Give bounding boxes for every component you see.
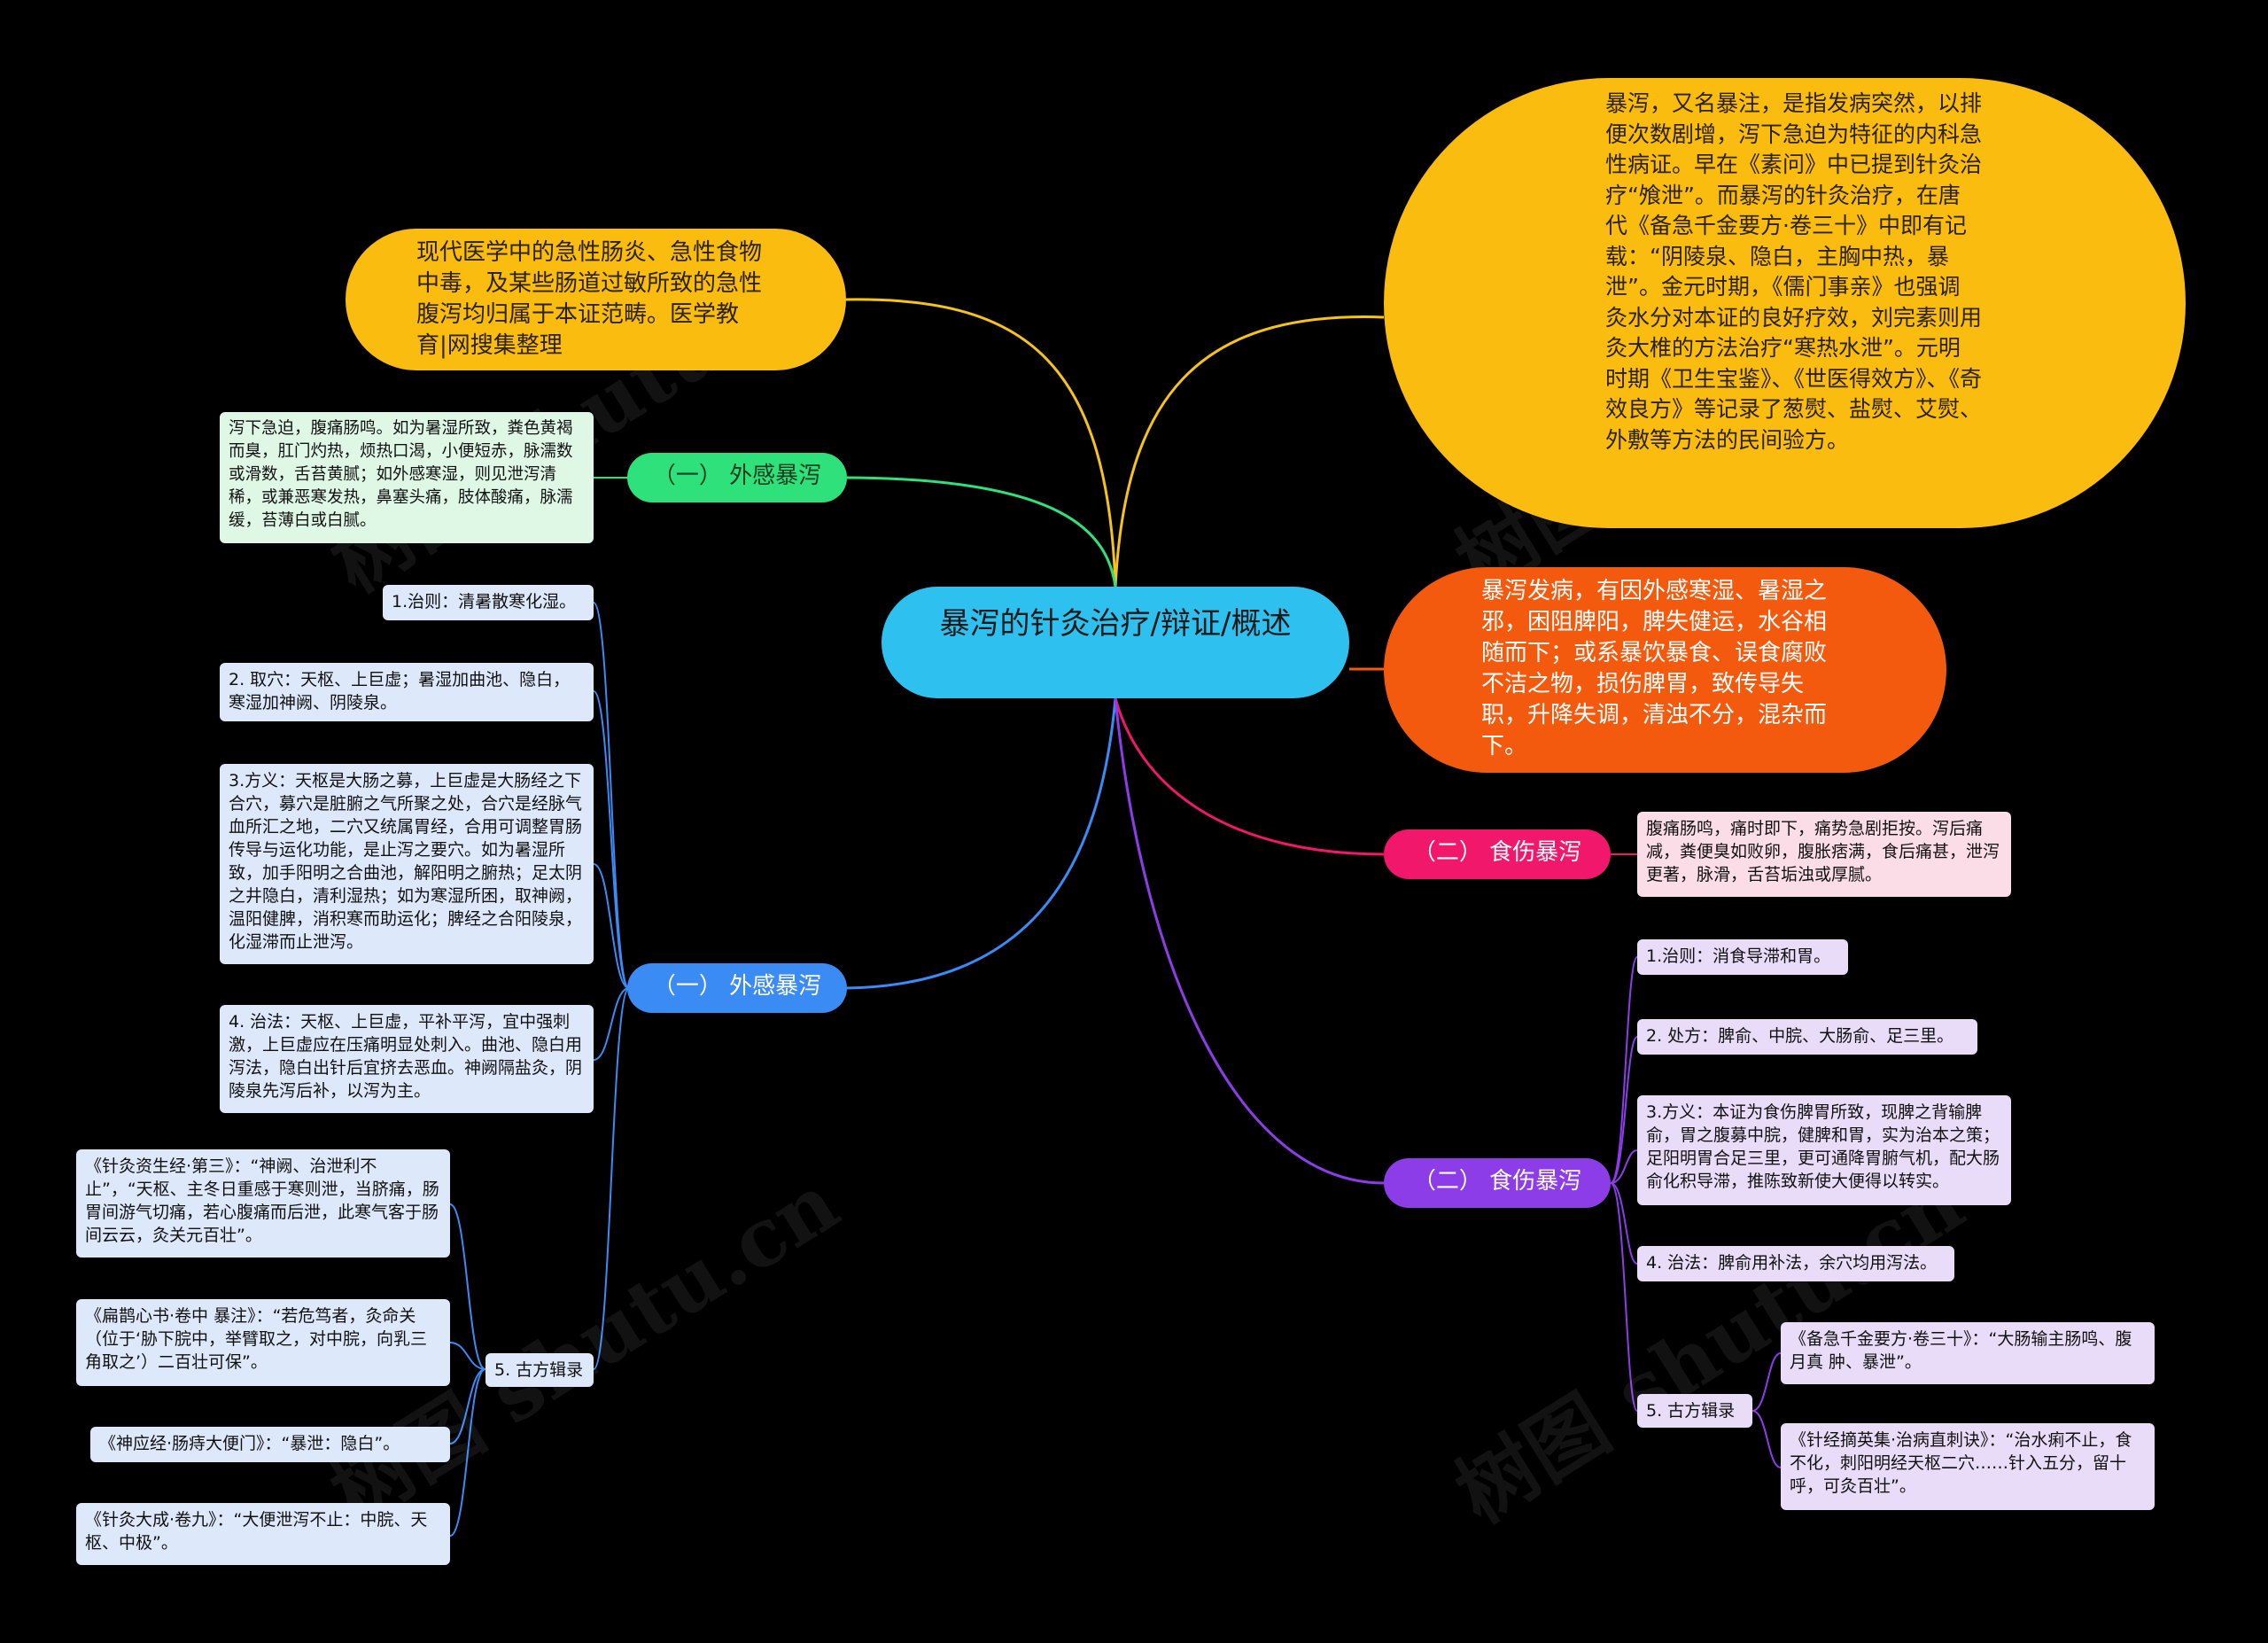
purple-item-2[interactable]: 2. 处方：脾俞、中脘、大肠俞、足三里。 <box>1637 1019 1977 1055</box>
blue-ancient-3[interactable]: 《神应经·肠痔大便门》：“暴泄：隐白”。 <box>90 1427 450 1462</box>
blue-ancient-1[interactable]: 《针灸资生经·第三》：“神阙、治泄利不止”，“天枢、主冬日重感于寒则泄，当脐痛，… <box>76 1149 450 1258</box>
leaf-pink[interactable]: 腹痛肠鸣，痛时即下，痛势急剧拒按。泻后痛减，粪便臭如败卵，腹胀痞满，食后痛甚，泄… <box>1637 812 2011 897</box>
blue-item-1[interactable]: 1.治则：清暑散寒化湿。 <box>383 585 594 620</box>
purple-item-4-text: 4. 治法：脾俞用补法，余穴均用泻法。 <box>1646 1253 1938 1273</box>
purple-ancient-label-text: 5. 古方辑录 <box>1646 1401 1736 1421</box>
branch-pink-label: （二） 食伤暴泻 <box>1412 839 1582 866</box>
branch-blue[interactable]: （一） 外感暴泻 <box>627 963 847 1013</box>
leaf-pink-text: 腹痛肠鸣，痛时即下，痛势急剧拒按。泻后痛减，粪便臭如败卵，腹胀痞满，食后痛甚，泄… <box>1646 819 2000 884</box>
blue-item-4[interactable]: 4. 治法：天枢、上巨虚，平补平泻，宜中强刺激，上巨虚应在压痛明显处刺入。曲池、… <box>220 1005 594 1113</box>
node-top-right[interactable]: 暴泻，又名暴注，是指发病突然，以排便次数剧增，泻下急迫为特征的内科急性病证。早在… <box>1384 78 2186 528</box>
purple-ancient-label[interactable]: 5. 古方辑录 <box>1637 1394 1752 1428</box>
branch-pink[interactable]: （二） 食伤暴泻 <box>1384 829 1611 879</box>
blue-ancient-3-text: 《神应经·肠痔大便门》：“暴泄：隐白”。 <box>99 1434 400 1453</box>
purple-item-3-text: 3.方义：本证为食伤脾胃所致，现脾之背输脾俞，胃之腹募中脘，健脾和胃，实为治本之… <box>1646 1102 2000 1191</box>
blue-ancient-2-text: 《扁鹊心书·卷中 暴注》：“若危笃者，灸命关（位于‘胁下脘中，举臂取之，对中脘，… <box>85 1306 428 1372</box>
node-mid-right[interactable]: 暴泻发病，有因外感寒湿、暑湿之邪，困阻脾阳，脾失健运，水谷相随而下；或系暴饮暴食… <box>1384 567 1946 773</box>
purple-item-1[interactable]: 1.治则：消食导滞和胃。 <box>1637 939 1848 975</box>
purple-item-3[interactable]: 3.方义：本证为食伤脾胃所致，现脾之背输脾俞，胃之腹募中脘，健脾和胃，实为治本之… <box>1637 1095 2011 1205</box>
leaf-green[interactable]: 泻下急迫，腹痛肠鸣。如为暑湿所致，粪色黄褐而臭，肛门灼热，烦热口渴，小便短赤，脉… <box>220 412 594 543</box>
blue-ancient-1-text: 《针灸资生经·第三》：“神阙、治泄利不止”，“天枢、主冬日重感于寒则泄，当脐痛，… <box>85 1156 439 1245</box>
edge-root-purple <box>1114 697 1385 1185</box>
node-top-left[interactable]: 现代医学中的急性肠炎、急性食物中毒，及某些肠道过敏所致的急性腹泻均归属于本证范畴… <box>346 229 846 370</box>
blue-ancient-4-text: 《针灸大成·卷九》：“大便泄泻不止：中脘、天枢、中极”。 <box>85 1510 428 1553</box>
node-mid-right-text: 暴泻发病，有因外感寒湿、暑湿之邪，困阻脾阳，脾失健运，水谷相随而下；或系暴饮暴食… <box>1481 578 1828 759</box>
edge-root-topleft <box>845 298 1117 588</box>
branch-green-label: （一） 外感暴泻 <box>652 463 822 489</box>
node-top-left-text: 现代医学中的急性肠炎、急性食物中毒，及某些肠道过敏所致的急性腹泻均归属于本证范畴… <box>416 239 763 359</box>
blue-item-4-text: 4. 治法：天枢、上巨虚，平补平泻，宜中强刺激，上巨虚应在压痛明显处刺入。曲池、… <box>229 1012 583 1101</box>
purple-item-2-text: 2. 处方：脾俞、中脘、大肠俞、足三里。 <box>1646 1026 1954 1046</box>
purple-item-1-text: 1.治则：消食导滞和胃。 <box>1646 946 1831 966</box>
blue-item-3-text: 3.方义：天枢是大肠之募，上巨虚是大肠经之下合穴，募穴是脏腑之气所聚之处，合穴是… <box>229 771 583 952</box>
blue-item-2[interactable]: 2. 取穴：天枢、上巨虚；暑湿加曲池、隐白，寒湿加神阙、阴陵泉。 <box>220 663 594 721</box>
root-topic-title: 暴泻的针灸治疗/辩证/概述 <box>939 606 1292 642</box>
node-top-right-text: 暴泻，又名暴注，是指发病突然，以排便次数剧增，泻下急迫为特征的内科急性病证。早在… <box>1605 90 1983 453</box>
blue-item-2-text: 2. 取穴：天枢、上巨虚；暑湿加曲池、隐白，寒湿加神阙、阴陵泉。 <box>229 670 571 712</box>
edge-root-topright <box>1114 315 1385 588</box>
blue-item-1-text: 1.治则：清暑散寒化湿。 <box>392 592 577 611</box>
edge-root-blue <box>845 697 1117 990</box>
purple-item-4[interactable]: 4. 治法：脾俞用补法，余穴均用泻法。 <box>1637 1246 1954 1281</box>
edge-root-pink <box>1114 697 1385 856</box>
branch-blue-label: （一） 外感暴泻 <box>652 973 822 1000</box>
branch-green[interactable]: （一） 外感暴泻 <box>627 453 847 502</box>
purple-ancient-2-text: 《针经摘英集·治病直刺诀》：“治水痢不止，食不化，刺阳明经天枢二穴……针入五分，… <box>1790 1430 2132 1496</box>
branch-purple-label: （二） 食伤暴泻 <box>1412 1168 1582 1195</box>
edge-root-green <box>845 476 1117 588</box>
blue-item-3[interactable]: 3.方义：天枢是大肠之募，上巨虚是大肠经之下合穴，募穴是脏腑之气所聚之处，合穴是… <box>220 764 594 964</box>
blue-ancient-label[interactable]: 5. 古方辑录 <box>485 1353 594 1387</box>
purple-ancient-1[interactable]: 《备急千金要方·卷三十》：“大肠输主肠鸣、腹 月真 肿、暴泄”。 <box>1781 1322 2155 1384</box>
blue-ancient-2[interactable]: 《扁鹊心书·卷中 暴注》：“若危笃者，灸命关（位于‘胁下脘中，举臂取之，对中脘，… <box>76 1299 450 1386</box>
branch-purple[interactable]: （二） 食伤暴泻 <box>1384 1158 1611 1208</box>
blue-ancient-4[interactable]: 《针灸大成·卷九》：“大便泄泻不止：中脘、天枢、中极”。 <box>76 1503 450 1565</box>
root-topic[interactable]: 暴泻的针灸治疗/辩证/概述 <box>882 587 1349 698</box>
purple-ancient-1-text: 《备急千金要方·卷三十》：“大肠输主肠鸣、腹 月真 肿、暴泄”。 <box>1790 1329 2132 1372</box>
blue-ancient-label-text: 5. 古方辑录 <box>494 1360 584 1380</box>
leaf-green-text: 泻下急迫，腹痛肠鸣。如为暑湿所致，粪色黄褐而臭，肛门灼热，烦热口渴，小便短赤，脉… <box>229 419 573 530</box>
purple-ancient-2[interactable]: 《针经摘英集·治病直刺诀》：“治水痢不止，食不化，刺阳明经天枢二穴……针入五分，… <box>1781 1423 2155 1510</box>
